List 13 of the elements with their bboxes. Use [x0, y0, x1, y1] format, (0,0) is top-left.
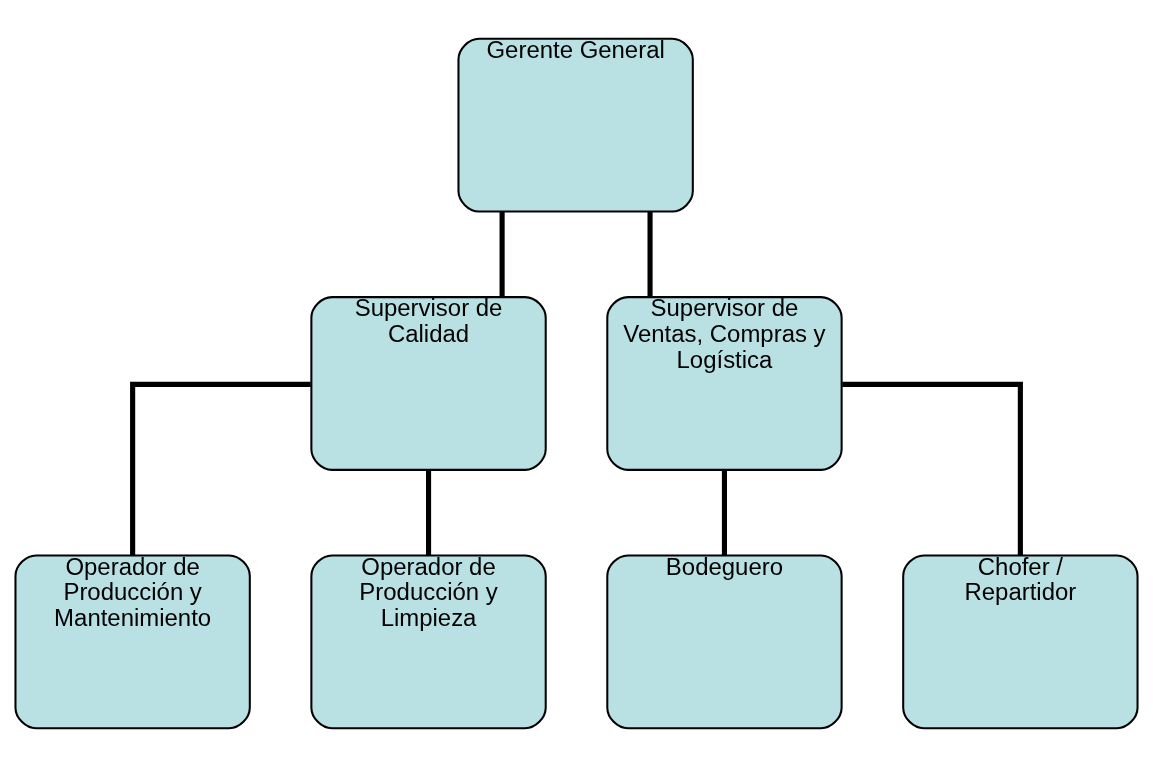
- connector: [721, 470, 727, 556]
- node-box: Gerente General: [457, 37, 694, 213]
- connector: [499, 211, 505, 297]
- connector: [130, 381, 311, 556]
- node-box: Chofer / Repartidor: [902, 554, 1139, 730]
- connector: [842, 381, 1023, 556]
- connector: [647, 211, 653, 297]
- node-box: Operador de Producción y Mantenimiento: [14, 554, 251, 730]
- node-box: Supervisor de Calidad: [310, 296, 547, 471]
- node-box: Bodeguero: [606, 554, 843, 730]
- node-box: Supervisor de Ventas, Compras y Logística: [606, 296, 843, 471]
- connector: [426, 470, 432, 556]
- node-box: Operador de Producción y Limpieza: [310, 554, 547, 730]
